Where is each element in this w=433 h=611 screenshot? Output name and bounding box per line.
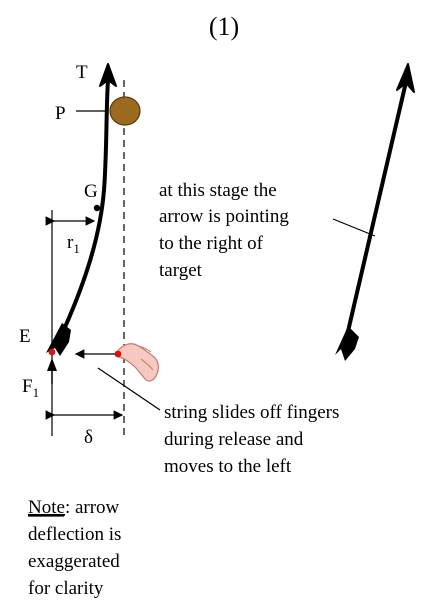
stage-arrow-shaft [344,81,408,341]
note-heading: Note [28,497,65,518]
finger-lines [137,345,154,371]
stage-annotation-pointer [332,218,376,237]
pivot-label: P [55,103,66,124]
deflection-label: δ [84,427,93,448]
pivot-point [109,96,141,126]
finger-contact-dot [114,350,122,358]
bent-arrow-shaft [59,79,110,337]
note-text: Note: arrow deflection is exaggerated fo… [28,497,126,599]
figure-number: (1) [209,12,239,41]
string-annotation: string slides off fingers during release… [164,402,344,477]
string-annotation-pointer [97,367,161,411]
stage-arrow-point [396,63,415,93]
end-label: E [19,326,31,347]
stage-annotation: at this stage the arrow is pointing to t… [159,180,294,281]
center-of-gravity-dot [93,204,101,212]
force-label: F1 [22,376,39,400]
center-of-gravity-label: G [84,181,98,202]
force-arrow-head [47,358,57,371]
target-label: T [76,62,88,83]
radius-label: r1 [67,232,80,256]
bent-arrow-fletching [46,323,71,356]
bent-arrow-point [99,63,117,87]
string-contact-dot [48,348,56,356]
finger-hand [116,343,159,382]
stage-arrow-fletching [335,326,359,361]
